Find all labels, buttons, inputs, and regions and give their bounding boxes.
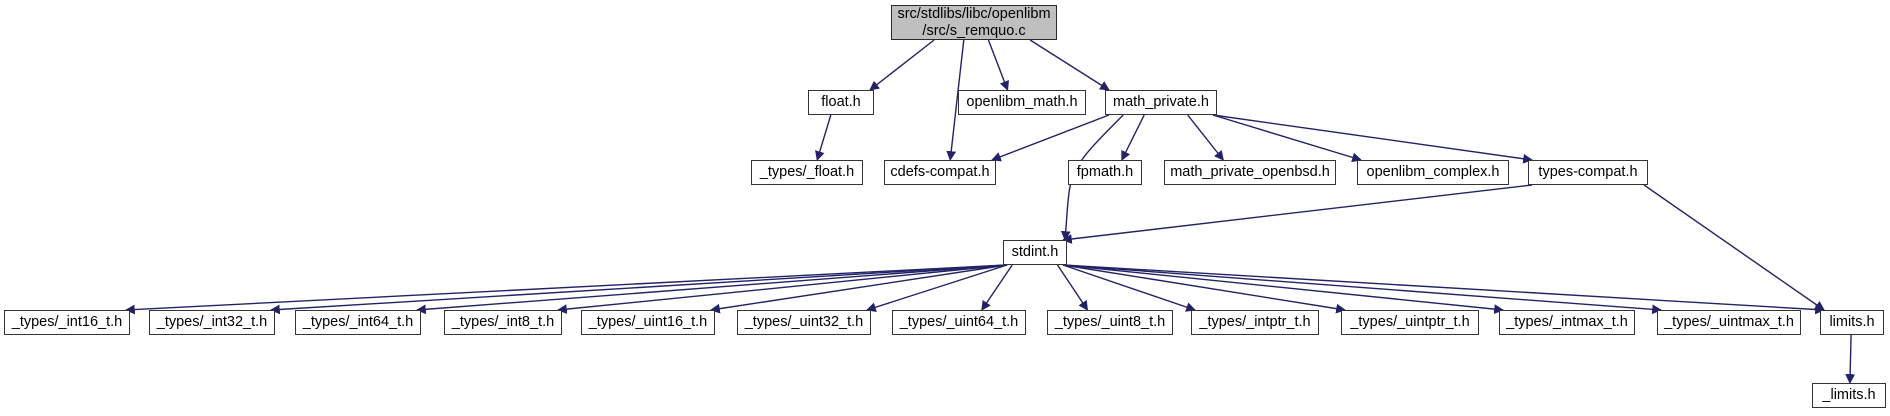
graph-node-types-int16-t-h[interactable]: _types/_int16_t.h	[4, 310, 130, 335]
graph-node-types-intmax-t-h[interactable]: _types/_intmax_t.h	[1499, 310, 1635, 335]
graph-node-types-uintmax-t-h[interactable]: _types/_uintmax_t.h	[1657, 310, 1801, 335]
edge-stdint-h-to-types-uintptr-t-h	[1062, 264, 1346, 314]
graph-node-stdint-h[interactable]: stdint.h	[1003, 240, 1067, 265]
graph-node-math-private-h[interactable]: math_private.h	[1105, 90, 1217, 115]
edge-stdint-h-to-types-uintmax-t-h	[1062, 264, 1662, 315]
graph-node-openlibm-complex-h[interactable]: openlibm_complex.h	[1357, 160, 1509, 185]
edge-types-compat-h-to-limits-h	[1643, 184, 1825, 311]
edge-limits-h-to-limits-under-h	[1845, 334, 1856, 384]
edge-math-private-h-to-cdefs-compat-h	[991, 114, 1110, 162]
graph-node-types-float-h[interactable]: _types/_float.h	[751, 160, 863, 185]
graph-node-types-int64-t-h[interactable]: _types/_int64_t.h	[295, 310, 421, 335]
edge-stdint-h-to-types-int64-t-h	[416, 264, 1008, 315]
graph-node-types-compat-h[interactable]: types-compat.h	[1528, 160, 1648, 185]
edge-stdint-h-to-types-uint16-t-h	[710, 264, 1008, 314]
graph-node-types-uint16-t-h[interactable]: _types/_uint16_t.h	[581, 310, 715, 335]
edge-root-to-openlibm-math-h	[987, 39, 1010, 91]
graph-node-root[interactable]: src/stdlibs/libc/openlibm /src/s_remquo.…	[891, 5, 1057, 40]
edge-root-to-math-private-h	[1029, 39, 1110, 91]
graph-node-limits-under-h[interactable]: _limits.h	[1812, 383, 1886, 408]
graph-node-math-private-openbsd-h[interactable]: math_private_openbsd.h	[1164, 160, 1336, 185]
graph-node-types-uint8-t-h[interactable]: _types/_uint8_t.h	[1047, 310, 1173, 335]
edge-stdint-h-to-types-uint64-t-h	[981, 264, 1013, 311]
edge-stdint-h-to-types-int32-t-h	[270, 264, 1008, 315]
edge-float-h-to-types-float-h	[815, 114, 832, 161]
edge-math-private-h-to-math-private-openbsd-h	[1187, 114, 1224, 161]
graph-node-types-int32-t-h[interactable]: _types/_int32_t.h	[149, 310, 275, 335]
edge-root-to-float-h	[869, 39, 935, 91]
edge-stdint-h-to-types-intptr-t-h	[1062, 264, 1196, 312]
graph-node-cdefs-compat-h[interactable]: cdefs-compat.h	[884, 160, 996, 185]
edge-stdint-h-to-types-uint8-t-h	[1056, 264, 1089, 311]
edge-types-compat-h-to-stdint-h	[1062, 184, 1533, 244]
edge-math-private-h-to-types-compat-h	[1212, 114, 1533, 164]
edge-stdint-h-to-types-int8-t-h	[557, 264, 1008, 314]
graph-node-types-int8-t-h[interactable]: _types/_int8_t.h	[444, 310, 562, 335]
edge-stdint-h-to-types-int16-t-h	[125, 264, 1008, 315]
edge-stdint-h-to-limits-h	[1062, 264, 1825, 315]
edge-math-private-h-to-fpmath-h	[1121, 114, 1145, 161]
graph-node-types-uint32-t-h[interactable]: _types/_uint32_t.h	[737, 310, 871, 335]
edge-stdint-h-to-types-uint32-t-h	[866, 264, 1008, 312]
edge-stdint-h-to-types-intmax-t-h	[1062, 264, 1504, 314]
graph-node-fpmath-h[interactable]: fpmath.h	[1068, 160, 1142, 185]
graph-node-float-h[interactable]: float.h	[808, 90, 874, 115]
graph-node-limits-h[interactable]: limits.h	[1820, 310, 1884, 335]
graph-node-openlibm-math-h[interactable]: openlibm_math.h	[958, 90, 1086, 115]
graph-node-types-intptr-t-h[interactable]: _types/_intptr_t.h	[1191, 310, 1319, 335]
edge-math-private-h-to-openlibm-complex-h	[1212, 114, 1362, 163]
graph-node-types-uintptr-t-h[interactable]: _types/_uintptr_t.h	[1341, 310, 1479, 335]
graph-node-types-uint64-t-h[interactable]: _types/_uint64_t.h	[892, 310, 1026, 335]
